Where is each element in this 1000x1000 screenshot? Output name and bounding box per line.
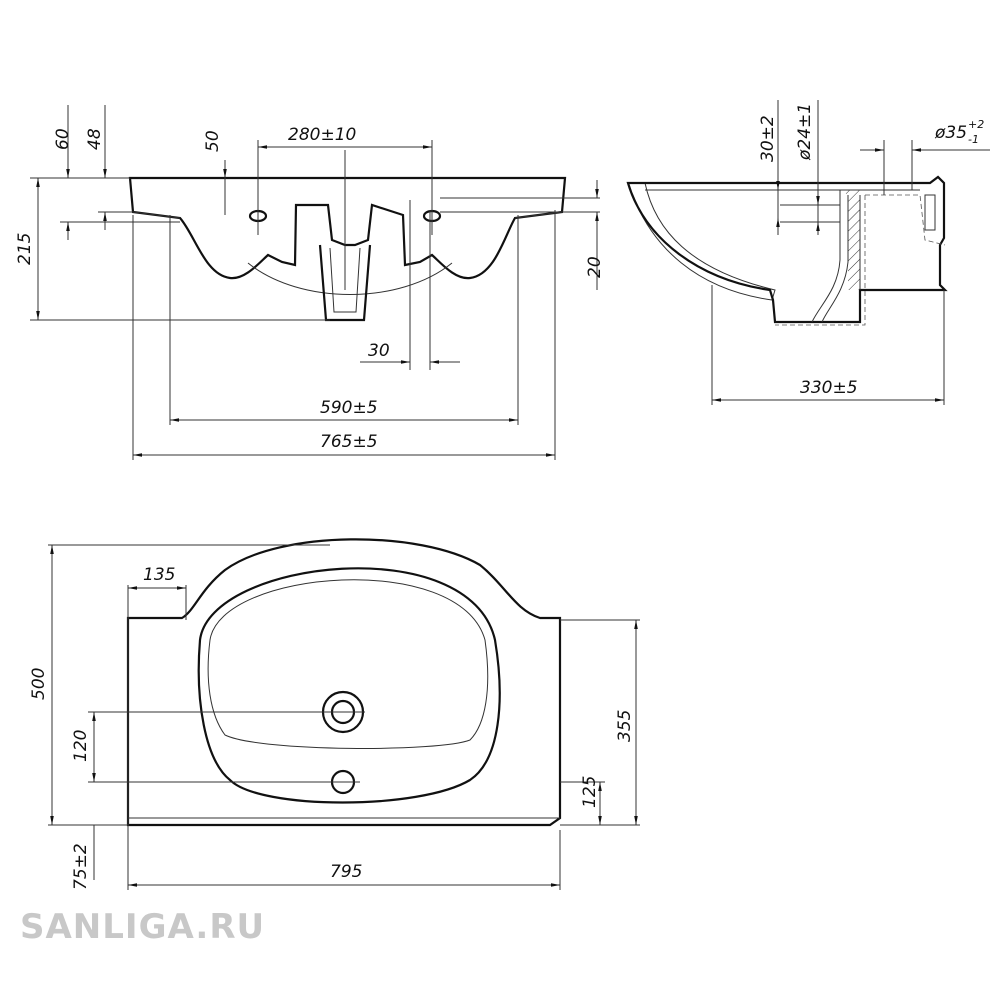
watermark-logo: SANLIGA.RU	[20, 907, 265, 947]
dim-60: 60	[53, 128, 73, 150]
dim-dia-24: ø24±1	[795, 103, 815, 161]
dim-dia-35: ø35	[934, 123, 967, 143]
dim-48: 48	[85, 128, 105, 150]
dim-280: 280±10	[288, 125, 356, 145]
dim-75: 75±2	[71, 843, 91, 890]
dim-500: 500	[29, 668, 49, 700]
side-view: 30±2 ø24±1 ø35 +2 -1 330±5	[626, 100, 990, 405]
dim-765: 765±5	[320, 432, 378, 452]
dim-dia-35-tol-upper: +2	[968, 118, 984, 131]
dim-20: 20	[585, 256, 605, 278]
dim-215: 215	[15, 233, 35, 265]
dim-dia-35-tol-lower: -1	[968, 133, 979, 146]
dim-125: 125	[580, 776, 600, 808]
dim-590: 590±5	[320, 398, 378, 418]
dim-135: 135	[143, 565, 175, 585]
front-view: 60 48 50 280±10 215 20 30 590±5 765±5	[15, 105, 605, 460]
dim-30: 30	[368, 341, 390, 361]
dim-120: 120	[71, 730, 91, 762]
dim-330: 330±5	[800, 378, 858, 398]
dim-30-2: 30±2	[758, 115, 778, 162]
plan-view: 135 500 120 355 125 75±2 795	[29, 538, 640, 890]
dim-795: 795	[330, 862, 362, 882]
dim-355: 355	[615, 710, 635, 742]
dim-50: 50	[203, 130, 223, 152]
